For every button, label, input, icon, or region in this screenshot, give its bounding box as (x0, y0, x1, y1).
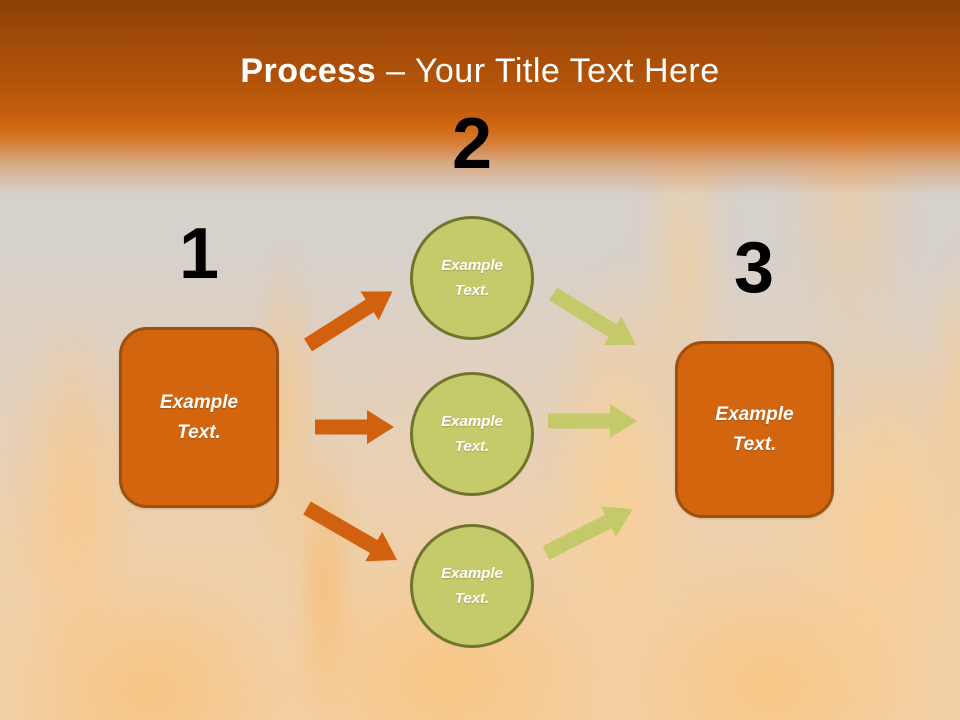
arrow-step1-to-circle3 (303, 501, 398, 562)
step2-circle-3-label: Example Text. (441, 564, 503, 608)
step1-box: Example Text. (119, 327, 279, 508)
step2-circle-2-label: Example Text. (441, 412, 503, 456)
title-band: Process – Your Title Text Here (0, 0, 960, 195)
step3-box: Example Text. (675, 341, 834, 518)
arrow-circle3-to-step3 (542, 506, 633, 560)
slide-title: Process – Your Title Text Here (0, 52, 960, 91)
arrow-circle1-to-step3 (549, 287, 636, 346)
step1-label: Example Text. (159, 392, 239, 443)
slide-title-emphasis: Process (240, 52, 377, 90)
step-number-3: 3 (733, 228, 775, 308)
step2-circle-1: Example Text. (410, 216, 534, 340)
step2-circle-2: Example Text. (410, 372, 534, 496)
step2-circle-3: Example Text. (410, 524, 534, 648)
step2-circle-1-label: Example Text. (441, 256, 503, 300)
slide-title-rest: – Your Title Text Here (386, 52, 720, 90)
arrow-step1-to-circle2 (315, 410, 394, 444)
arrow-circle2-to-step3 (548, 404, 637, 438)
arrow-step1-to-circle1 (303, 291, 393, 352)
step-number-1: 1 (178, 214, 220, 294)
step-number-2: 2 (451, 104, 493, 184)
step3-label: Example Text. (715, 404, 794, 455)
